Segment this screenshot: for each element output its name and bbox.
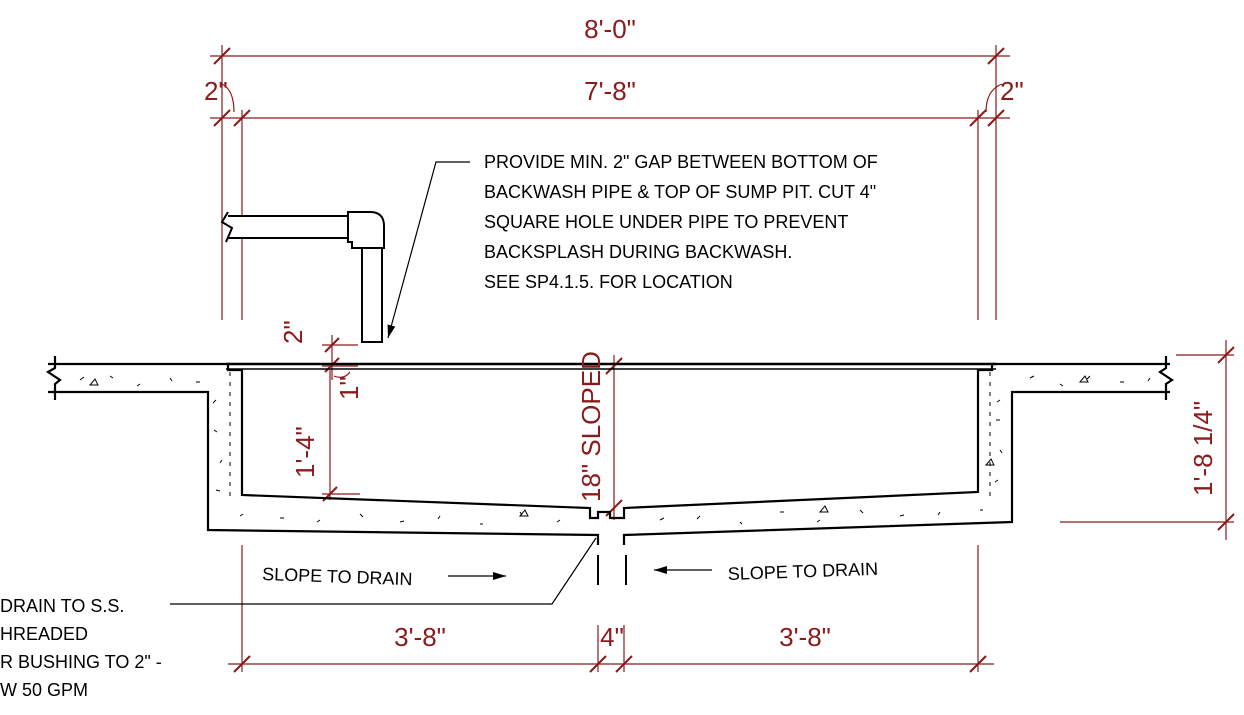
tick-center-bottom	[605, 499, 623, 517]
leaders	[170, 161, 712, 605]
tick-overall-left	[213, 47, 231, 65]
gap-note-line-2: BACKWASH PIPE & TOP OF SUMP PIT. CUT 4"	[484, 182, 876, 202]
pipe-break-icon	[220, 211, 234, 243]
tick-inner-4	[987, 109, 1005, 127]
gap-note-line-1: PROVIDE MIN. 2" GAP BETWEEN BOTTOM OF	[484, 152, 878, 172]
drain-note-line-1: DRAIN TO S.S.	[0, 596, 124, 616]
drain-width-label: 4"	[600, 622, 624, 652]
tick-center-top	[605, 357, 623, 375]
concrete-aggregate-icon	[79, 375, 1151, 525]
tick-inner-1	[213, 109, 231, 127]
tick-bottom-3	[615, 655, 633, 673]
leader-right-wall	[985, 83, 1003, 113]
tick-inner-2	[233, 109, 251, 127]
gap-note-line-3: SQUARE HOLE UNDER PIPE TO PREVENT	[484, 212, 848, 232]
break-line-icon	[45, 356, 62, 400]
notes: PROVIDE MIN. 2" GAP BETWEEN BOTTOM OF BA…	[0, 152, 878, 700]
leader-left-wall	[221, 83, 235, 113]
overall-width-label: 8'-0"	[584, 14, 636, 44]
drain-note-leader	[170, 537, 597, 605]
gap-note-line-5: SEE SP4.1.5. FOR LOCATION	[484, 272, 733, 292]
left-half-label: 3'-8"	[394, 622, 446, 652]
tick-overall-right	[987, 47, 1005, 65]
tick-depth-top	[1217, 346, 1235, 364]
tick-depth-bottom	[1217, 513, 1235, 531]
tick-gap-1	[324, 337, 340, 353]
dimension-labels: 8'-0" 7'-8" 2" 2" 2" 1" 1'-4" 18" SLOPED…	[204, 14, 1218, 652]
rim-label: 1"	[334, 376, 364, 400]
slope-label-left: SLOPE TO DRAIN	[262, 564, 413, 589]
sump-pit-section	[45, 356, 1174, 585]
drain-note-line-2: HREADED	[0, 624, 88, 644]
pit-depth-label: 1'-4"	[290, 426, 320, 478]
right-half-label: 3'-8"	[779, 622, 831, 652]
tick-bottom-1	[233, 655, 251, 673]
inner-width-label: 7'-8"	[584, 76, 636, 106]
tick-bottom-2	[589, 655, 607, 673]
dimension-lines	[210, 45, 1235, 673]
gap-note-leader	[387, 161, 470, 339]
tick-bottom-4	[969, 655, 987, 673]
drain-note-line-3: R BUSHING TO 2" -	[0, 652, 162, 672]
gap-note-line-4: BACKSPLASH DURING BACKWASH.	[484, 242, 792, 262]
concrete-outline	[48, 362, 1170, 545]
backwash-pipe	[220, 211, 385, 343]
pipe-vertical	[361, 247, 383, 343]
center-depth-label: 18" SLOPED	[576, 351, 606, 502]
pipe-elbow	[347, 211, 385, 249]
right-wall-label: 2"	[1000, 76, 1024, 106]
overall-depth-label: 1'-8 1/4"	[1188, 401, 1218, 496]
drain-note-line-4: W 50 GPM	[0, 680, 88, 700]
pipe-horizontal	[228, 215, 361, 239]
gap-label: 2"	[278, 320, 308, 344]
leader-rim	[333, 371, 351, 378]
tick-inner-3	[969, 109, 987, 127]
slope-label-right: SLOPE TO DRAIN	[727, 559, 878, 584]
left-wall-label: 2"	[204, 76, 228, 106]
break-line-icon	[1158, 356, 1174, 400]
